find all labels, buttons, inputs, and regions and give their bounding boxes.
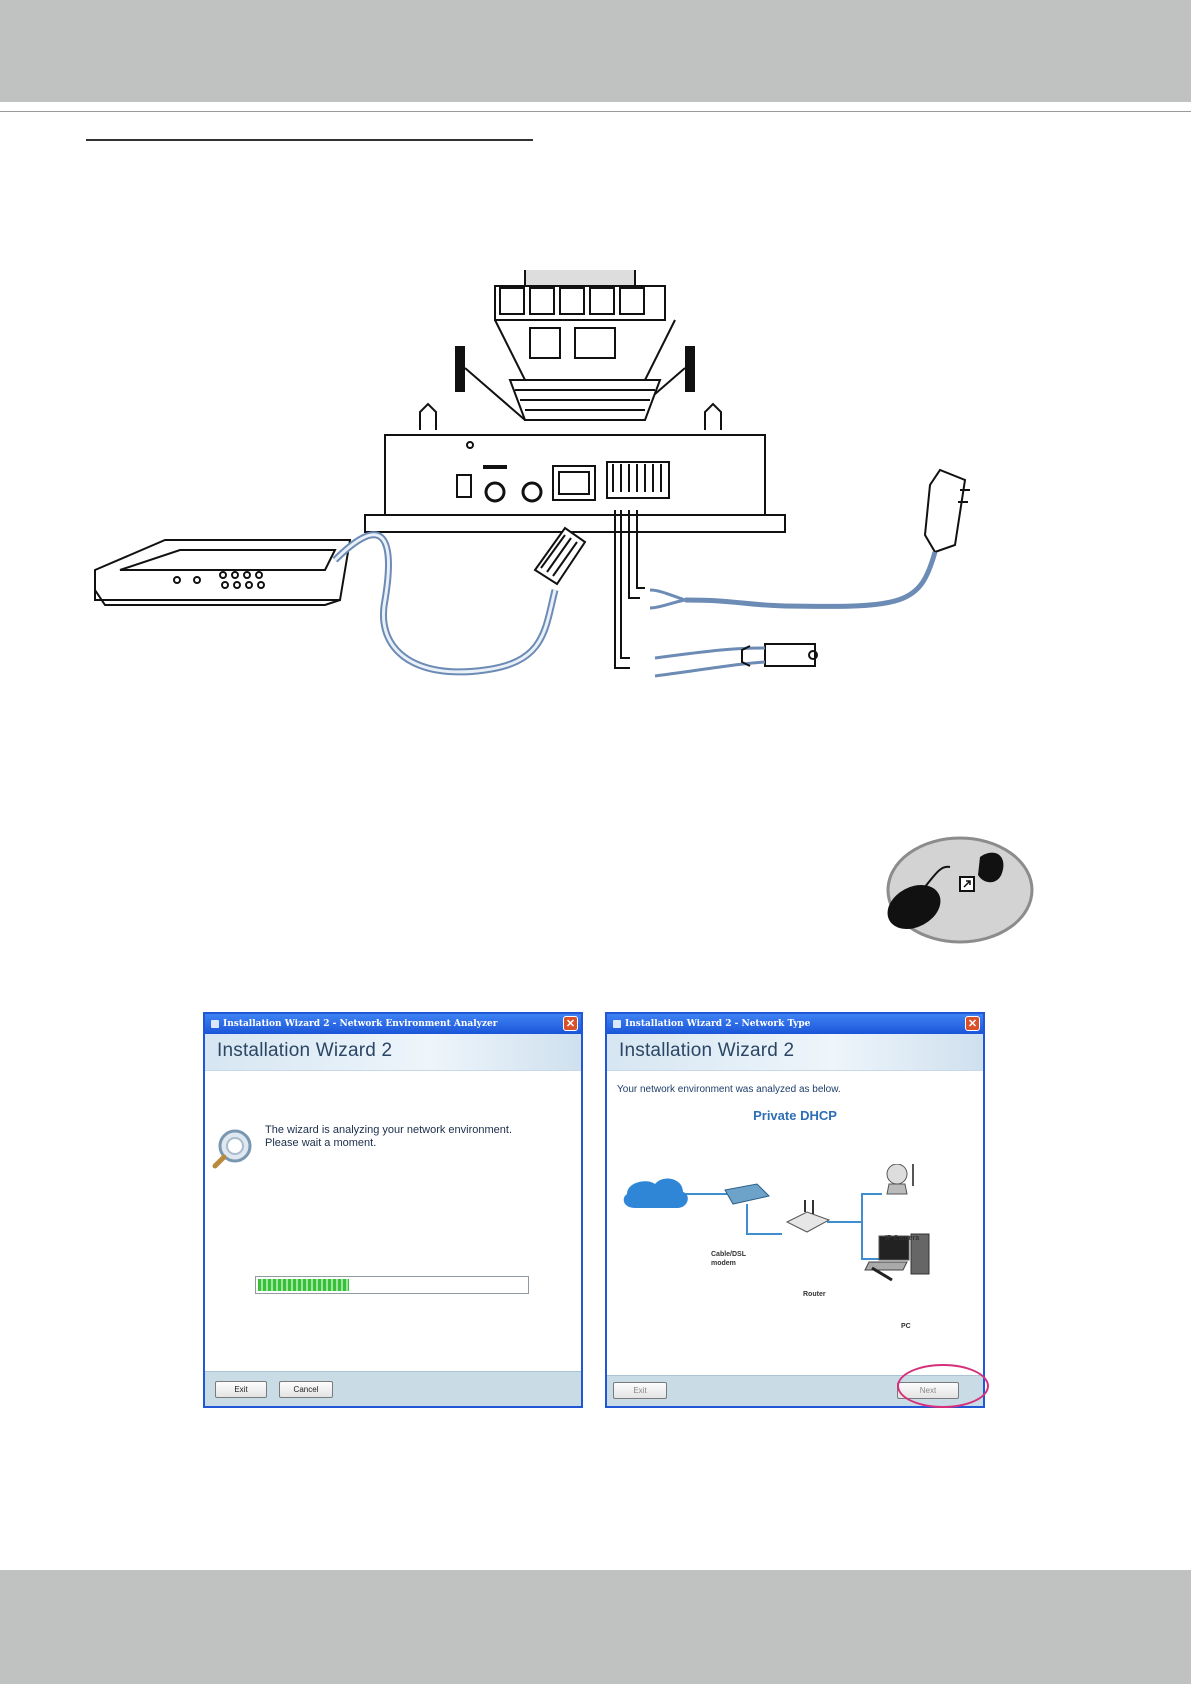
close-button[interactable]: ✕ (965, 1016, 980, 1031)
wizard-title: Installation Wizard 2 - Network Environm… (223, 1019, 498, 1029)
wizard-window-network-type: Installation Wizard 2 - Network Type ✕ I… (605, 1012, 985, 1408)
mouse-click-icon (886, 836, 1034, 944)
wizard-heading: Installation Wizard 2 (217, 1040, 393, 1061)
wizard-heading: Installation Wizard 2 (619, 1040, 795, 1061)
analyze-line-2: Please wait a moment. (265, 1137, 377, 1149)
progress-fill (258, 1279, 350, 1291)
progress-bar (255, 1276, 529, 1294)
app-icon (613, 1020, 621, 1028)
header-rule (0, 111, 1191, 112)
exit-button[interactable]: Exit (215, 1381, 267, 1398)
close-button[interactable]: ✕ (563, 1016, 578, 1031)
cancel-button[interactable]: Cancel (279, 1381, 333, 1398)
exit-button[interactable]: Exit (613, 1382, 667, 1399)
wizard-banner: Installation Wizard 2 (607, 1034, 983, 1071)
section-title-rule (86, 139, 533, 141)
header-band (0, 0, 1191, 102)
wizard-footer: Exit Cancel (205, 1371, 581, 1406)
wizard-window-analyzer: Installation Wizard 2 - Network Environm… (203, 1012, 583, 1408)
analyzed-message: Your network environment was analyzed as… (617, 1084, 841, 1095)
modem-label-line-1: Cable/DSL (711, 1251, 747, 1258)
pc-label: PC (901, 1323, 911, 1330)
router-label: Router (803, 1291, 826, 1298)
analyze-message: The wizard is analyzing your network env… (265, 1124, 512, 1150)
network-diagram (623, 1164, 930, 1282)
magnifier-icon (212, 1129, 252, 1169)
installation-illustration (94, 270, 970, 678)
app-icon (211, 1020, 219, 1028)
wizard-titlebar: Installation Wizard 2 - Network Environm… (205, 1014, 581, 1034)
modem-label-line-2: modem (711, 1260, 736, 1267)
footer-band (0, 1570, 1191, 1684)
wizard-titlebar: Installation Wizard 2 - Network Type ✕ (607, 1014, 983, 1034)
next-button-highlight (897, 1364, 989, 1408)
internet-label: Internet (641, 1213, 667, 1220)
analyze-line-1: The wizard is analyzing your network env… (265, 1124, 513, 1136)
wizard-title: Installation Wizard 2 - Network Type (625, 1019, 811, 1029)
modem-label: Cable/DSL modem (711, 1250, 746, 1268)
camera-label: IP Camera (885, 1235, 920, 1242)
wizard-banner: Installation Wizard 2 (205, 1034, 581, 1071)
network-type-label: Private DHCP (753, 1108, 837, 1123)
